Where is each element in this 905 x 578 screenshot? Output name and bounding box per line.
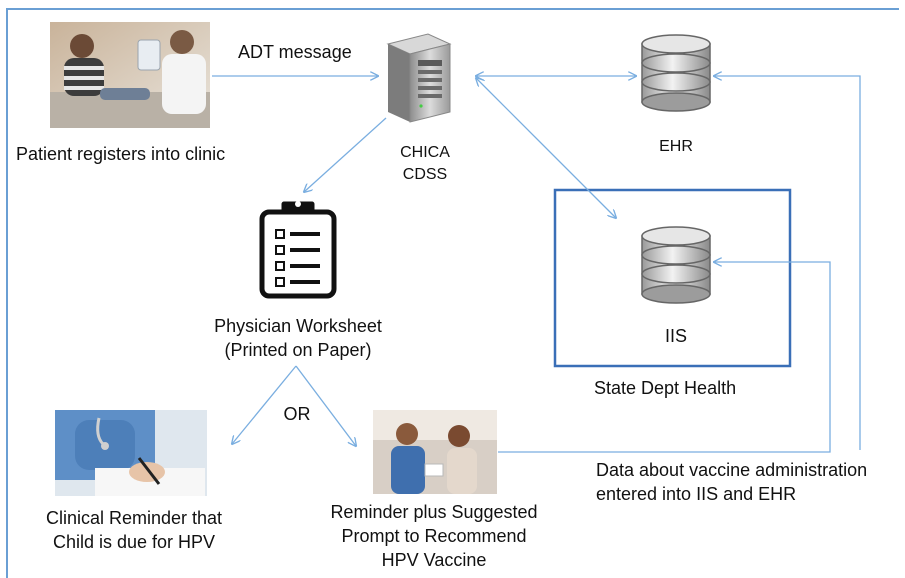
arrow-data-to-iis	[498, 262, 831, 453]
clinical-reminder-photo	[55, 410, 207, 496]
chica-label: CHICA CDSS	[390, 142, 460, 186]
arrow-worksheet-to-clinical	[232, 365, 297, 444]
database-icon	[641, 226, 711, 304]
arrow-worksheet-to-prompt	[295, 365, 356, 446]
worksheet-line-2: (Printed on Paper)	[224, 340, 372, 360]
prompt-recommend-photo	[373, 410, 497, 494]
ehr-label: EHR	[659, 138, 693, 155]
data-entry-label: Data about vaccine administration entere…	[596, 458, 867, 506]
server-icon	[386, 33, 452, 123]
arrow-chica-iis	[476, 78, 616, 218]
state-dept-box	[553, 188, 792, 368]
data-line-1: Data about vaccine administration	[596, 460, 868, 480]
patient-registration-photo	[50, 22, 210, 128]
iis-label: IIS	[664, 326, 687, 346]
clinical-reminder-label: Clinical Reminder that Child is due for …	[24, 506, 244, 554]
prompt-line-2: Prompt to Recommend	[341, 526, 527, 546]
or-label: OR	[283, 404, 311, 424]
prompt-line-1: Reminder plus Suggested	[330, 502, 538, 522]
database-icon	[641, 34, 711, 112]
state-dept-label: State Dept Health	[594, 378, 737, 398]
prompt-line-3: HPV Vaccine	[381, 550, 487, 570]
adt-message-label: ADT message	[238, 42, 352, 62]
chica-line-1: CHICA	[400, 144, 450, 161]
prompt-label: Reminder plus Suggested Prompt to Recomm…	[314, 500, 554, 572]
patient-registers-label: Patient registers into clinic	[16, 144, 226, 164]
chica-line-2: CDSS	[402, 166, 448, 183]
data-line-2: entered into IIS and EHR	[596, 484, 797, 504]
arrow-data-to-ehr	[714, 76, 861, 450]
clinical-line-2: Child is due for HPV	[52, 532, 216, 552]
diagram-frame	[6, 8, 899, 578]
clinical-line-1: Clinical Reminder that	[45, 508, 223, 528]
arrow-chica-to-worksheet	[304, 117, 387, 192]
worksheet-label: Physician Worksheet (Printed on Paper)	[198, 314, 398, 362]
clipboard-checklist-icon	[259, 201, 337, 299]
worksheet-line-1: Physician Worksheet	[214, 316, 382, 336]
